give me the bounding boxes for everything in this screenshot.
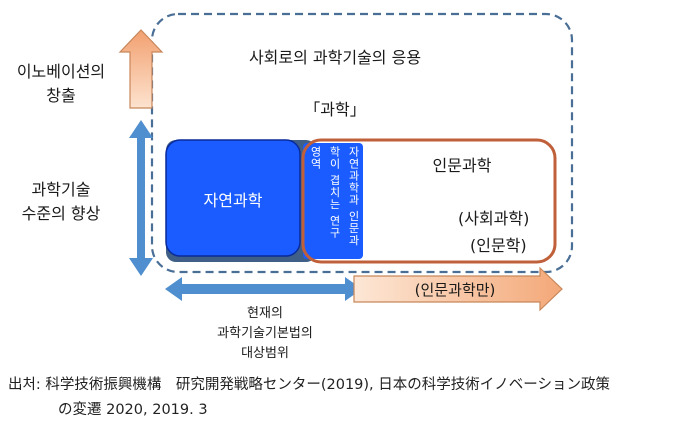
scope-horizontal-arrow — [165, 277, 362, 301]
humanities-only-label: (인문과학만) — [414, 281, 496, 299]
innovation-up-arrow — [118, 29, 164, 109]
humanities-only-arrow — [353, 266, 563, 312]
natural-science-box — [165, 139, 301, 257]
overlap-text-col2: 학이 겹치는 연구 — [328, 146, 341, 239]
outer-title: 사회로의 과학기술의 응용 — [248, 48, 422, 67]
science-label: 「과학」 — [304, 100, 366, 119]
humanities-paren-label: (인문학) — [470, 236, 527, 255]
source-line2: の変遷 2020, 2019. 3 — [58, 402, 208, 418]
humanities-title: 인문과학 — [432, 156, 492, 175]
level-double-arrow — [129, 120, 153, 276]
humanities-box — [301, 138, 557, 264]
scope-label-line2: 과학기술기본법의 — [217, 326, 313, 341]
natural-science-label: 자연과학 — [203, 191, 263, 210]
innovation-label-line1: 이노베이션의 — [16, 62, 106, 81]
level-label-line2: 수준의 향상 — [21, 204, 101, 223]
social-science-label: (사회과학) — [458, 209, 530, 228]
overlap-text-col3: 자연과학과 인문과 — [347, 146, 360, 247]
scope-label-line1: 현재의 — [247, 306, 283, 321]
scope-label-line3: 대상범위 — [241, 346, 289, 361]
innovation-label-line2: 창출 — [46, 86, 76, 105]
overlap-text-col1: 영역 — [309, 146, 322, 170]
overlap-region — [303, 143, 363, 259]
outer-dashed-box — [150, 12, 574, 274]
level-label-line1: 과학기술 — [31, 180, 91, 199]
source-line1: 出처: 科学技術振興機構 研究開発戦略センター(2019), 日本の科学技術イノ… — [8, 377, 610, 393]
